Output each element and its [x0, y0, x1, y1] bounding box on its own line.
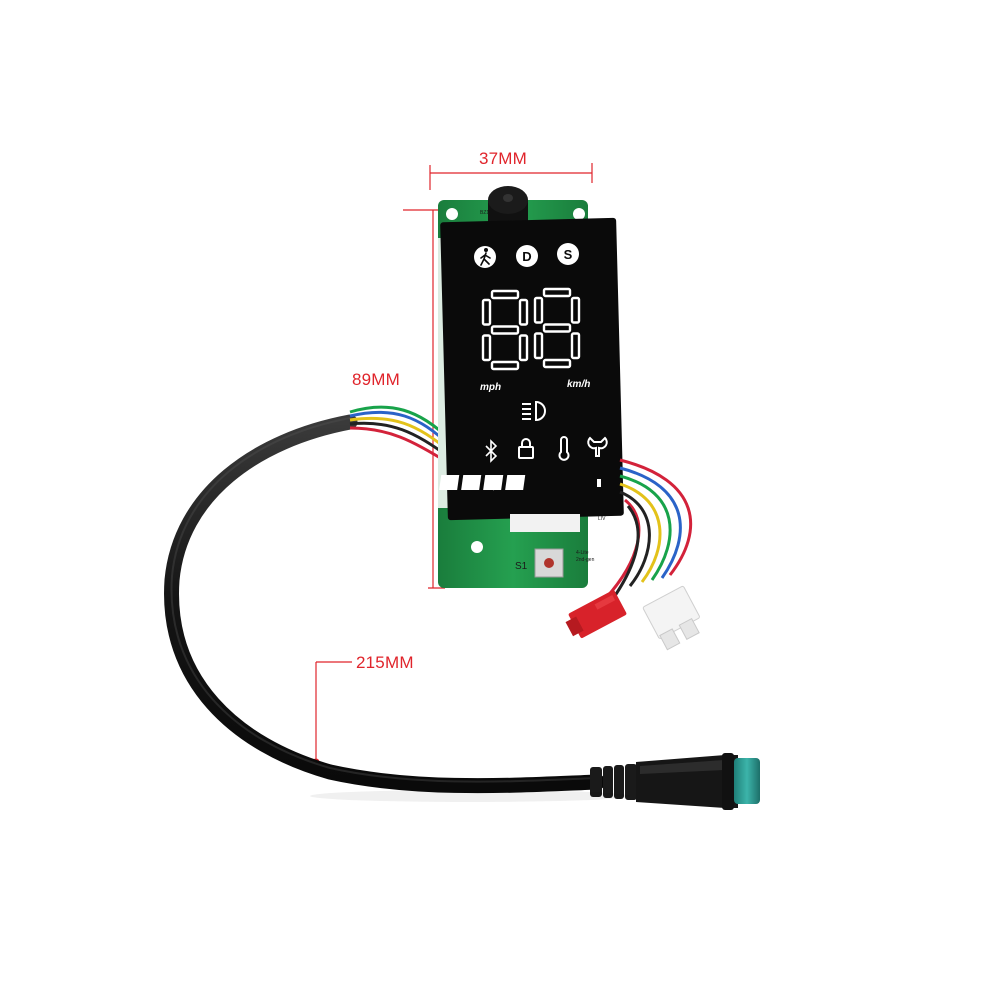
silk-wire-label-2: 2nd-gen: [576, 557, 595, 563]
sport-mode-icon: S: [557, 243, 579, 265]
wrench-icon: [587, 436, 608, 457]
s1-button-label: S1: [515, 561, 528, 572]
speed-digits: [481, 287, 581, 371]
sport-mode-letter: S: [564, 247, 573, 262]
digit-segment: [481, 334, 492, 362]
digit-segment: [542, 358, 572, 369]
digit-segment: [518, 334, 529, 362]
digit-segment: [533, 296, 544, 324]
silk-top-label: BZ1: [480, 210, 489, 216]
height-dimension-label: 89MM: [352, 370, 401, 389]
s1-button[interactable]: [534, 548, 564, 578]
connector-header: [510, 514, 580, 532]
digit-segment: [542, 323, 572, 333]
digit-segment: [570, 296, 581, 324]
lock-icon: [518, 438, 534, 459]
digit-segment: [490, 289, 520, 300]
width-dimension-label: 37MM: [479, 149, 528, 168]
drive-mode-icon: D: [516, 245, 538, 267]
cable-length-label: 215MM: [356, 653, 414, 672]
walk-mode-icon: [474, 246, 496, 268]
digit-segment: [518, 298, 529, 326]
unit-mph: mph: [480, 382, 501, 393]
white-plug: [642, 585, 700, 651]
digit-segment: [490, 360, 520, 371]
buzzer-component: [488, 186, 528, 222]
digit-segment: [490, 325, 520, 335]
digit-segment: [533, 332, 544, 360]
battery-segment: [461, 475, 482, 490]
silk-side-label: LIV: [598, 516, 606, 522]
digit-segment: [542, 287, 572, 298]
dimension-cable-line: [312, 661, 352, 766]
waterproof-connector: [590, 753, 760, 810]
battery-segment: [483, 475, 504, 490]
battery-segment: [505, 475, 526, 490]
unit-kmh: km/h: [567, 379, 590, 390]
headlight-icon: [522, 400, 546, 422]
digit-segment: [570, 332, 581, 360]
temperature-icon: [558, 436, 570, 461]
cable-wires-left: [349, 405, 452, 466]
silk-wire-label-1: 4-Lite: [576, 550, 589, 556]
dimension-height-line: [403, 209, 445, 589]
battery-segment: [439, 475, 460, 490]
drive-mode-letter: D: [522, 249, 531, 264]
dimension-width-line: [429, 163, 593, 190]
digit-segment: [481, 298, 492, 326]
battery-indicator: [439, 475, 601, 491]
connector-strain-relief: [590, 764, 637, 800]
bluetooth-icon: [485, 439, 498, 463]
cable-wires-right: [604, 458, 693, 601]
red-plug: [565, 590, 627, 638]
lcd-panel: [440, 217, 624, 521]
main-cable: [164, 414, 606, 794]
